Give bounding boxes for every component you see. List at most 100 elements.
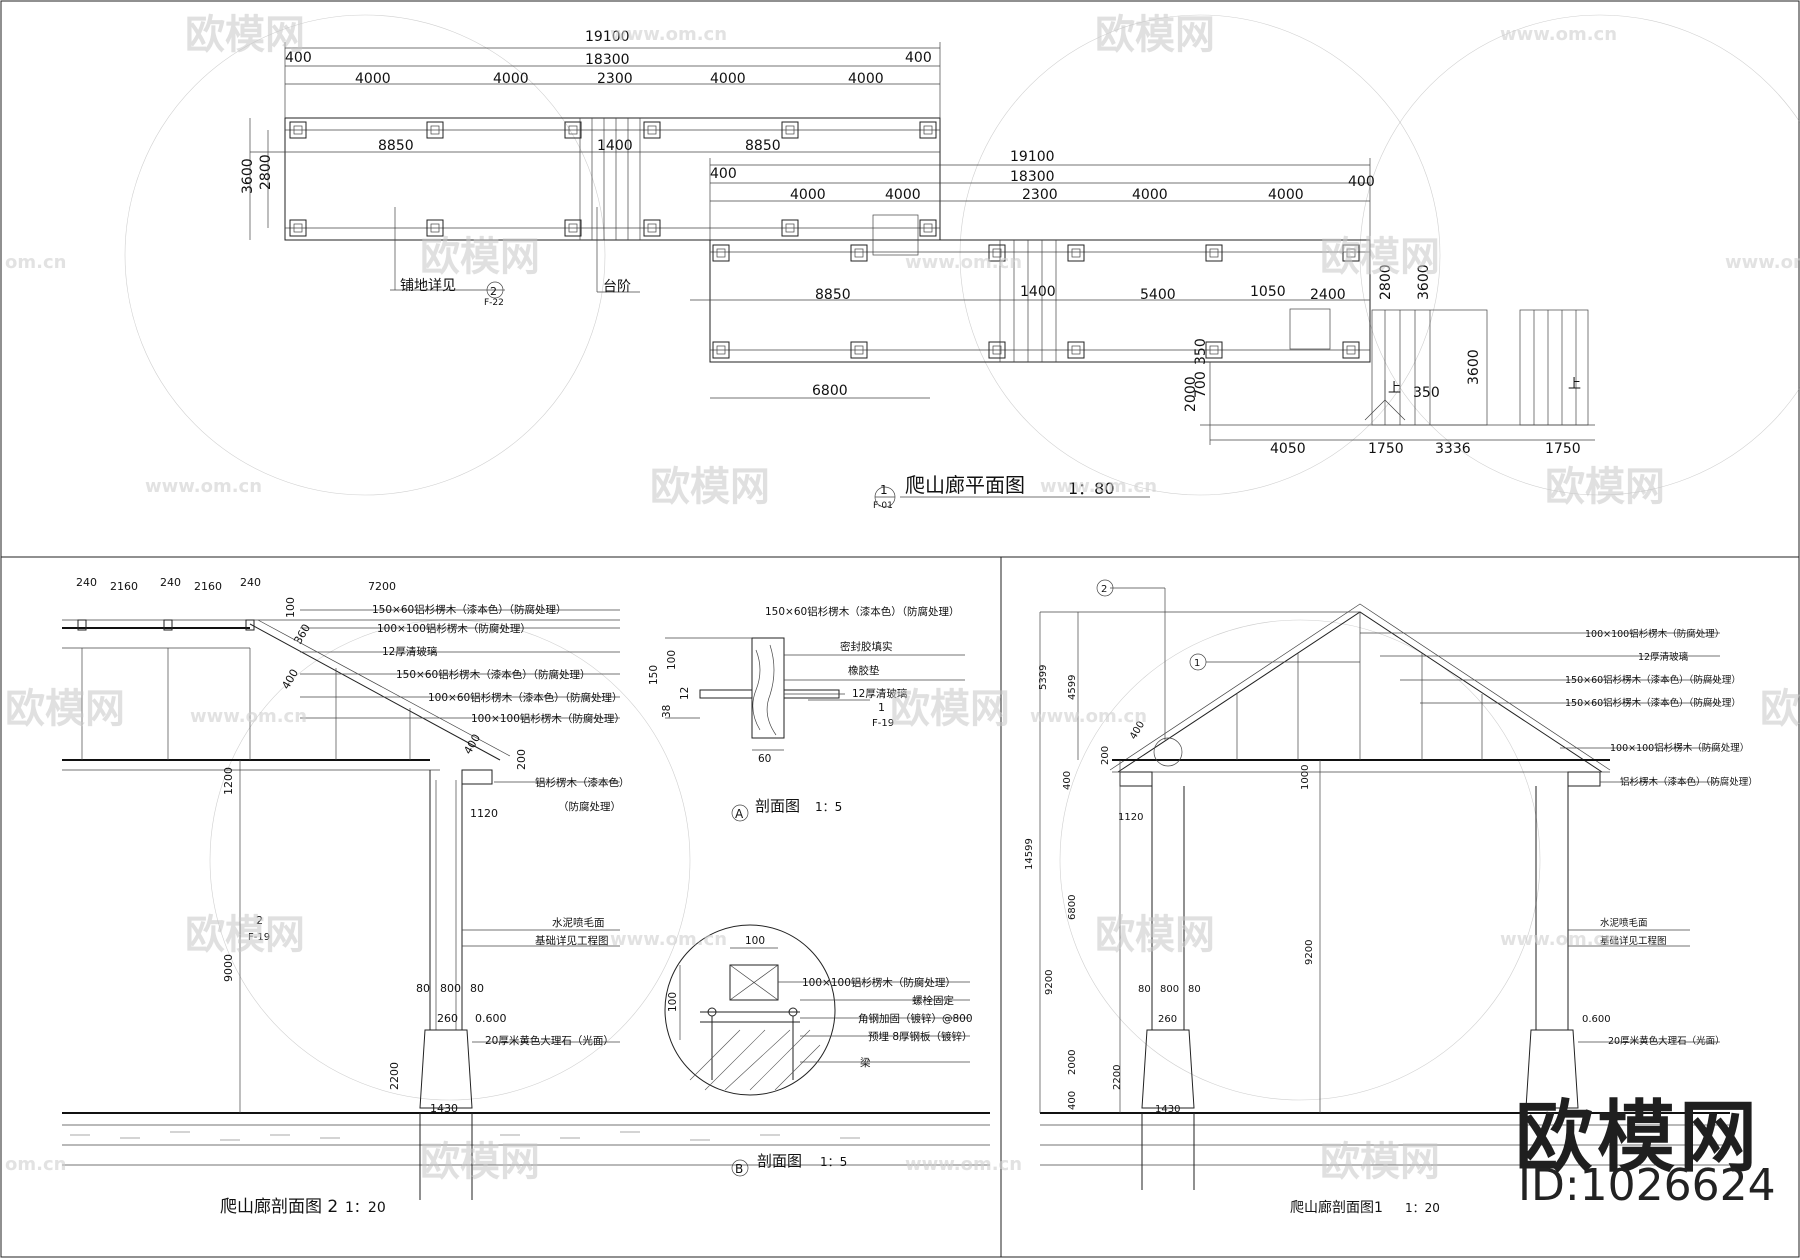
sectionA-dim: 150	[648, 665, 660, 685]
section2-dim: 80	[416, 982, 430, 995]
plan-dim: 2300	[597, 71, 633, 87]
section1-label: 100×100铝杉楞木（防腐处理）	[1585, 628, 1724, 640]
sectionA-title: 剖面图	[755, 797, 800, 815]
section1-dim: 400	[1062, 771, 1073, 790]
plan-title-ref: F-01	[873, 501, 893, 511]
section2-ref-sheet: F-19	[248, 932, 270, 943]
plan-paving-ref: F-22	[484, 298, 504, 308]
plan-dim: 4000	[710, 71, 746, 87]
watermark-url: www.om.cn	[145, 476, 262, 497]
watermark-brand: 欧模网	[185, 12, 305, 58]
section2-label: 150×60铝杉楞木（漆本色）（防腐处理）	[396, 668, 590, 681]
section1-dim: 14599	[1024, 838, 1035, 870]
plan-upper-steps	[579, 118, 641, 240]
plan-dim: 4000	[848, 71, 884, 87]
section2-dim: 0.600	[475, 1012, 507, 1025]
section1-dim: 9200	[1044, 970, 1055, 995]
section1-dim: 5399	[1038, 665, 1049, 690]
sectionA-tag-circle	[731, 804, 749, 822]
section2-label: 铝杉楞木（漆本色）	[535, 776, 630, 789]
section1-detail-circle	[1153, 737, 1183, 767]
plan-dim: 18300	[585, 52, 630, 68]
plan-up-label: 上	[1568, 377, 1581, 392]
plan-dim: 400	[285, 50, 312, 66]
section1-dim: 400	[1067, 1091, 1078, 1110]
sectionB-hatch	[689, 1029, 821, 1091]
section2-label: 基础详见工程图	[535, 934, 609, 947]
plan-dim: 5400	[1140, 287, 1176, 303]
section1-dim: 2200	[1112, 1065, 1123, 1090]
plan-dim: 8850	[745, 138, 781, 154]
section2-dim: 240	[240, 576, 261, 589]
section2-dim: 7200	[368, 580, 396, 593]
section1-dim: 2000	[1067, 1050, 1078, 1075]
plan-paving-note: 铺地详见	[400, 278, 456, 294]
plan-dim: 2300	[1022, 187, 1058, 203]
section2-dim: 100	[284, 597, 297, 618]
plan-dim: 18300	[1010, 169, 1055, 185]
plan-dim: 1400	[597, 138, 633, 154]
plan-dim: 3600	[1466, 349, 1482, 385]
sectionB-label: 100×100铝杉楞木（防腐处理）	[802, 976, 956, 989]
sectionB-label: 角钢加固（镀锌）@800	[858, 1012, 973, 1025]
plan-dim: 1750	[1368, 441, 1404, 457]
watermark-brand: 欧模网	[890, 686, 1010, 732]
sectionB-scale: 1：5	[820, 1155, 847, 1169]
model-id: ID:1026624	[1518, 1160, 1776, 1211]
sectionB-label: 预埋 8厚钢板（镀锌）	[868, 1030, 973, 1043]
sectionB-dim: 100	[745, 935, 765, 947]
watermark-brand: 欧模网	[420, 1139, 540, 1185]
section1-dim: 200	[1100, 746, 1111, 765]
watermark-url: www.om.cn	[905, 252, 1022, 273]
section2-dim: 800	[440, 982, 461, 995]
watermark-brand: 欧模网	[185, 912, 305, 958]
plan-steps-note: 台阶	[603, 279, 631, 295]
watermark-url: www.om.cn	[190, 706, 307, 727]
section2-dim: 240	[160, 576, 181, 589]
sectionB-drawing: 100 100 100×100铝杉楞木（防腐处理） 螺栓固定 角钢加固（镀锌）@…	[664, 924, 973, 1177]
watermark-circles	[124, 14, 1800, 1101]
section2-dim: 400	[279, 667, 301, 692]
sectionA-ref-num: 1	[878, 701, 885, 714]
section1-dim: 9200	[1304, 940, 1315, 965]
plan-dim: 1400	[1020, 284, 1056, 300]
section2-dim: 2200	[388, 1062, 401, 1090]
section2-label: 100×100铝杉楞木（防腐处理）	[471, 712, 625, 725]
section1-dim: 1000	[1300, 765, 1311, 790]
section1-dim: 800	[1160, 984, 1179, 995]
sectionB-tag: B	[735, 1162, 743, 1176]
watermark-url: www.om.cn	[1040, 476, 1157, 497]
plan-dim: 3600	[240, 158, 256, 194]
plan-dim: 4000	[493, 71, 529, 87]
sectionA-drawing: 150 100 12 38 60 150×60铝杉楞木（漆本色）（防腐处理） 密…	[648, 605, 965, 822]
section1-label: 水泥喷毛面	[1600, 917, 1648, 929]
section1-drawing: 5399 4599 200 400 400 14599 1120 1000 68…	[1024, 579, 1758, 1216]
plan-dim: 700	[1193, 371, 1209, 398]
plan-dim: 2800	[258, 154, 274, 190]
plan-dim: 6800	[812, 383, 848, 399]
watermark-url: www.om.cn	[610, 24, 727, 45]
watermark-brand: 欧模网	[5, 686, 125, 732]
section1-dim: 260	[1158, 1014, 1177, 1025]
sectionA-tag: A	[735, 807, 744, 821]
section2-label: 100×60铝杉楞木（漆本色）（防腐处理）	[428, 691, 622, 704]
section2-label: 12厚清玻璃	[382, 645, 437, 658]
section1-dim: 6800	[1067, 895, 1078, 920]
section2-dim: 360	[291, 622, 313, 647]
section1-scale: 1：20	[1405, 1201, 1440, 1215]
sectionA-dim: 60	[758, 753, 771, 765]
watermark-url: www.om.cn	[1500, 929, 1617, 950]
watermark-url: om.cn	[5, 1154, 66, 1175]
section2-dim: 260	[437, 1012, 458, 1025]
plan-title-num: 1	[880, 483, 888, 497]
section1-dim: 4599	[1067, 675, 1078, 700]
section2-dim: 1200	[222, 767, 235, 795]
plan-title: 爬山廊平面图	[905, 473, 1025, 497]
watermark-url: www.om.cn	[610, 929, 727, 950]
section2-dim: 80	[470, 982, 484, 995]
watermark-url: om.cn	[5, 252, 66, 273]
plan-scale: 1：80	[1068, 479, 1115, 498]
sectionA-label: 150×60铝杉楞木（漆本色）（防腐处理）	[765, 605, 959, 618]
section2-title: 爬山廊剖面图 2	[220, 1197, 338, 1217]
